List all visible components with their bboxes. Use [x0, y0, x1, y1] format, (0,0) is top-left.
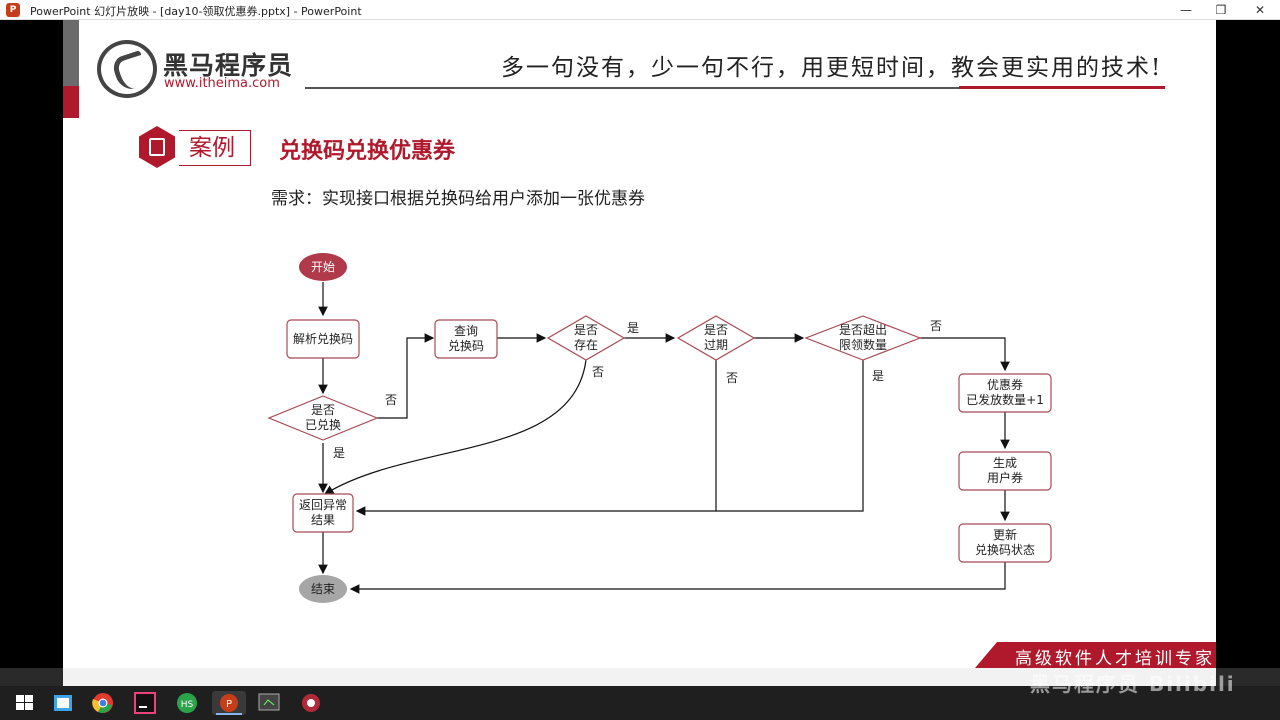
- hbuilder-icon[interactable]: HS: [174, 691, 200, 715]
- node-generate-label-1: 生成: [993, 456, 1017, 470]
- case-badge-icon: [139, 126, 175, 168]
- slogan: 多一句没有，少一句不行，用更短时间，教会更实用的技术!: [501, 55, 1163, 81]
- node-generate-label-2: 用户券: [987, 470, 1023, 485]
- close-button[interactable]: ✕: [1254, 3, 1266, 17]
- node-start: [299, 253, 347, 281]
- node-exists-label-2: 存在: [574, 338, 598, 352]
- node-update: [958, 523, 1052, 563]
- edge-exists-error: [323, 359, 587, 495]
- powerpoint-icon: P: [6, 3, 20, 17]
- case-title: 兑换码兑换优惠券: [279, 139, 456, 164]
- window-title: PowerPoint 幻灯片放映 - [day10-领取优惠券.pptx] - …: [30, 5, 362, 18]
- powerpoint-taskbar-icon[interactable]: P: [212, 691, 246, 715]
- node-error: [292, 493, 354, 533]
- horse-logo-icon: [97, 40, 157, 98]
- edge-update-end: [349, 562, 1006, 594]
- header-red-bar: [63, 86, 79, 118]
- edge-limit-issued: [920, 337, 1010, 372]
- slide[interactable]: 黑马程序员 www.itheima.com 多一句没有，少一句不行，用更短时间，…: [63, 20, 1216, 668]
- node-exchanged-label-1: 是否: [311, 403, 335, 417]
- taskbar: HS P: [0, 686, 1280, 720]
- node-parse-label: 解析兑换码: [293, 332, 353, 346]
- logo-text: 黑马程序员: [163, 51, 294, 80]
- logo-url: www.itheima.com: [164, 76, 280, 91]
- task-view-icon[interactable]: [50, 691, 76, 715]
- slideshow-stage: 黑马程序员 www.itheima.com 多一句没有，少一句不行，用更短时间，…: [0, 20, 1280, 668]
- node-exchanged-label-2: 已兑换: [305, 418, 341, 432]
- edge-label-limit-yes: 是: [872, 369, 884, 383]
- node-exists-label-1: 是否: [574, 323, 598, 337]
- node-generate: [958, 451, 1052, 491]
- node-limit-label-1: 是否超出: [839, 322, 887, 337]
- minimize-button[interactable]: —: [1180, 3, 1192, 17]
- node-update-label-2: 兑换码状态: [975, 543, 1035, 557]
- edge-limit-error: [716, 360, 864, 512]
- node-exchanged: [267, 395, 379, 441]
- edge-exchanged-query: [377, 333, 435, 419]
- edge-label-limit-no: 否: [930, 319, 942, 333]
- case-tag: 案例: [179, 130, 251, 166]
- screen-recorder-icon[interactable]: [256, 691, 282, 715]
- edge-label-expired-no: 否: [726, 371, 738, 385]
- node-error-label-1: 返回异常: [299, 498, 347, 512]
- header-divider: [305, 87, 959, 89]
- edge-label-exists-yes: 是: [627, 321, 639, 335]
- node-expired-label-1: 是否: [704, 323, 728, 337]
- edge-label-exchanged-no: 否: [385, 393, 397, 407]
- node-end-label: 结束: [311, 582, 335, 596]
- node-update-label-1: 更新: [993, 527, 1017, 542]
- watermark: 黑马程序员 Bilibili: [1030, 672, 1236, 696]
- node-query-label-2: 兑换码: [448, 339, 484, 353]
- maximize-button[interactable]: ❐: [1215, 3, 1227, 17]
- app-red-icon[interactable]: [298, 691, 324, 715]
- svg-text:P: P: [226, 699, 232, 710]
- header-grey-bar: [63, 20, 79, 86]
- chrome-icon[interactable]: [90, 691, 116, 715]
- node-query: [434, 319, 498, 359]
- node-limit-label-2: 限领数量: [839, 337, 887, 352]
- header-divider-accent: [959, 86, 1165, 89]
- requirement-text: 需求：实现接口根据兑换码给用户添加一张优惠券: [271, 189, 645, 209]
- intellij-icon[interactable]: [132, 691, 158, 715]
- edge-expired-error: [355, 360, 717, 516]
- flowchart: 开始 解析兑换码 是否 已兑换 查询 兑换码 是否 存在 是否 过期 是否超出 …: [267, 253, 1052, 603]
- node-error-label-2: 结果: [311, 513, 335, 527]
- node-query-label-1: 查询: [454, 324, 478, 338]
- edge-label-exists-no: 否: [592, 365, 604, 379]
- footer-text: 高级软件人才培训专家: [1015, 649, 1215, 668]
- node-expired-label-2: 过期: [704, 338, 728, 352]
- node-parse: [286, 319, 360, 359]
- node-start-label: 开始: [311, 260, 335, 274]
- node-issued-label-1: 优惠券: [987, 377, 1023, 392]
- window-titlebar: P PowerPoint 幻灯片放映 - [day10-领取优惠券.pptx] …: [0, 0, 1280, 20]
- windows-start-icon[interactable]: [12, 691, 38, 715]
- node-issued-label-2: 已发放数量+1: [966, 392, 1044, 407]
- footer-band: [975, 642, 1216, 668]
- edge-label-exchanged-yes: 是: [333, 446, 345, 460]
- node-exists: [546, 315, 626, 361]
- node-end: [299, 575, 347, 603]
- document-icon: [149, 138, 165, 156]
- svg-text:HS: HS: [181, 700, 194, 710]
- node-expired: [676, 315, 756, 361]
- slide-bottom-edge: [63, 668, 1216, 686]
- node-limit: [804, 315, 922, 361]
- node-issued: [958, 373, 1052, 413]
